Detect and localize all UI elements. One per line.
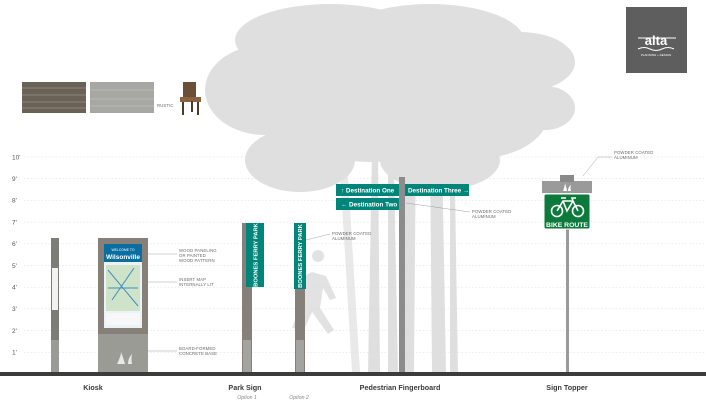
material-swatches: RUSTIC [22, 82, 201, 115]
park-sign-text-2: BOONES FERRY PARK [298, 223, 304, 287]
park-sign-option-2: BOONES FERRY PARK [294, 223, 306, 372]
scale-tick-label: 6' [12, 241, 17, 248]
sign-topper: BIKE ROUTE [542, 175, 592, 372]
kiosk-note-2: OR PAINTED [179, 253, 206, 258]
kiosk-callouts [142, 253, 177, 352]
svg-text:PLANNING + DESIGN: PLANNING + DESIGN [641, 53, 671, 57]
kiosk-note-3: WOOD PATTERN [179, 258, 215, 263]
pedestrian-fingerboard: ↑ Destination One ← Destination Two Dest… [336, 177, 469, 372]
bike-route-text: BIKE ROUTE [546, 222, 588, 229]
leaf-emblem-icon [563, 183, 571, 191]
scale-tick-label: 2' [12, 328, 17, 335]
park-sign-label: Park Sign [228, 383, 261, 392]
leaf-emblem-icon [117, 352, 132, 364]
svg-text:alta: alta [645, 33, 668, 48]
svg-text:WELCOME TO: WELCOME TO [111, 248, 134, 252]
scale-tick-label: 10' [12, 154, 20, 161]
scale-tick-label: 8' [12, 198, 17, 205]
ground-line [0, 372, 706, 376]
kiosk-note-1: WOOD PANELING [179, 248, 217, 253]
svg-text:Wilsonville: Wilsonville [106, 254, 140, 261]
kiosk-note-4: INSERT MAP [179, 277, 206, 282]
topper-plate [542, 181, 592, 193]
topper-note-1: POWDER COATED [614, 150, 653, 155]
park-sign-option-1-label: Option 1 [237, 395, 257, 401]
alta-logo: alta PLANNING + DESIGN [626, 7, 687, 73]
topper-note-2: ALUMINUM [614, 155, 638, 160]
kiosk: WELCOME TO Wilsonville [51, 238, 148, 372]
scale-tick-label: 7' [12, 219, 17, 226]
kiosk-label: Kiosk [83, 383, 103, 392]
scale-tick-label: 3' [12, 306, 17, 313]
bicycle-icon [550, 197, 585, 218]
park-sign-text-1: BOONES FERRY PARK [254, 222, 260, 286]
kiosk-note-6: BOARD-FORMED [179, 346, 216, 351]
kiosk-note-7: CONCRETE BASE [179, 351, 217, 356]
fingerboard-sign-2: ← Destination Two [341, 202, 397, 209]
park-sign-option-2-label: Option 2 [289, 395, 309, 401]
scale-tick-label: 9' [12, 176, 17, 183]
fingerboard-sign-3: Destination Three → [408, 188, 469, 195]
park-sign-option-1: BOONES FERRY PARK [242, 222, 264, 372]
fingerboard-post [399, 177, 405, 372]
scale-tick-label: 5' [12, 263, 17, 270]
swatch-caption: RUSTIC [157, 103, 174, 108]
concrete-swatch [90, 82, 154, 113]
kiosk-note-5: INTERNALLY LIT [179, 282, 214, 287]
park-sign-note-2: ALUMINUM [332, 236, 356, 241]
chair-icon [180, 82, 201, 115]
park-sign-note-1: POWDER COATED [332, 231, 371, 236]
fingerboard-note-2: ALUMINUM [472, 214, 496, 219]
scale-tick-label: 1' [12, 350, 17, 357]
sign-topper-label: Sign Topper [546, 383, 588, 392]
fingerboard-label: Pedestrian Fingerboard [360, 383, 441, 392]
scale-tick-label: 4' [12, 285, 17, 292]
fingerboard-sign-1: ↑ Destination One [341, 188, 395, 195]
fingerboard-note-1: POWDER COATED [472, 209, 511, 214]
